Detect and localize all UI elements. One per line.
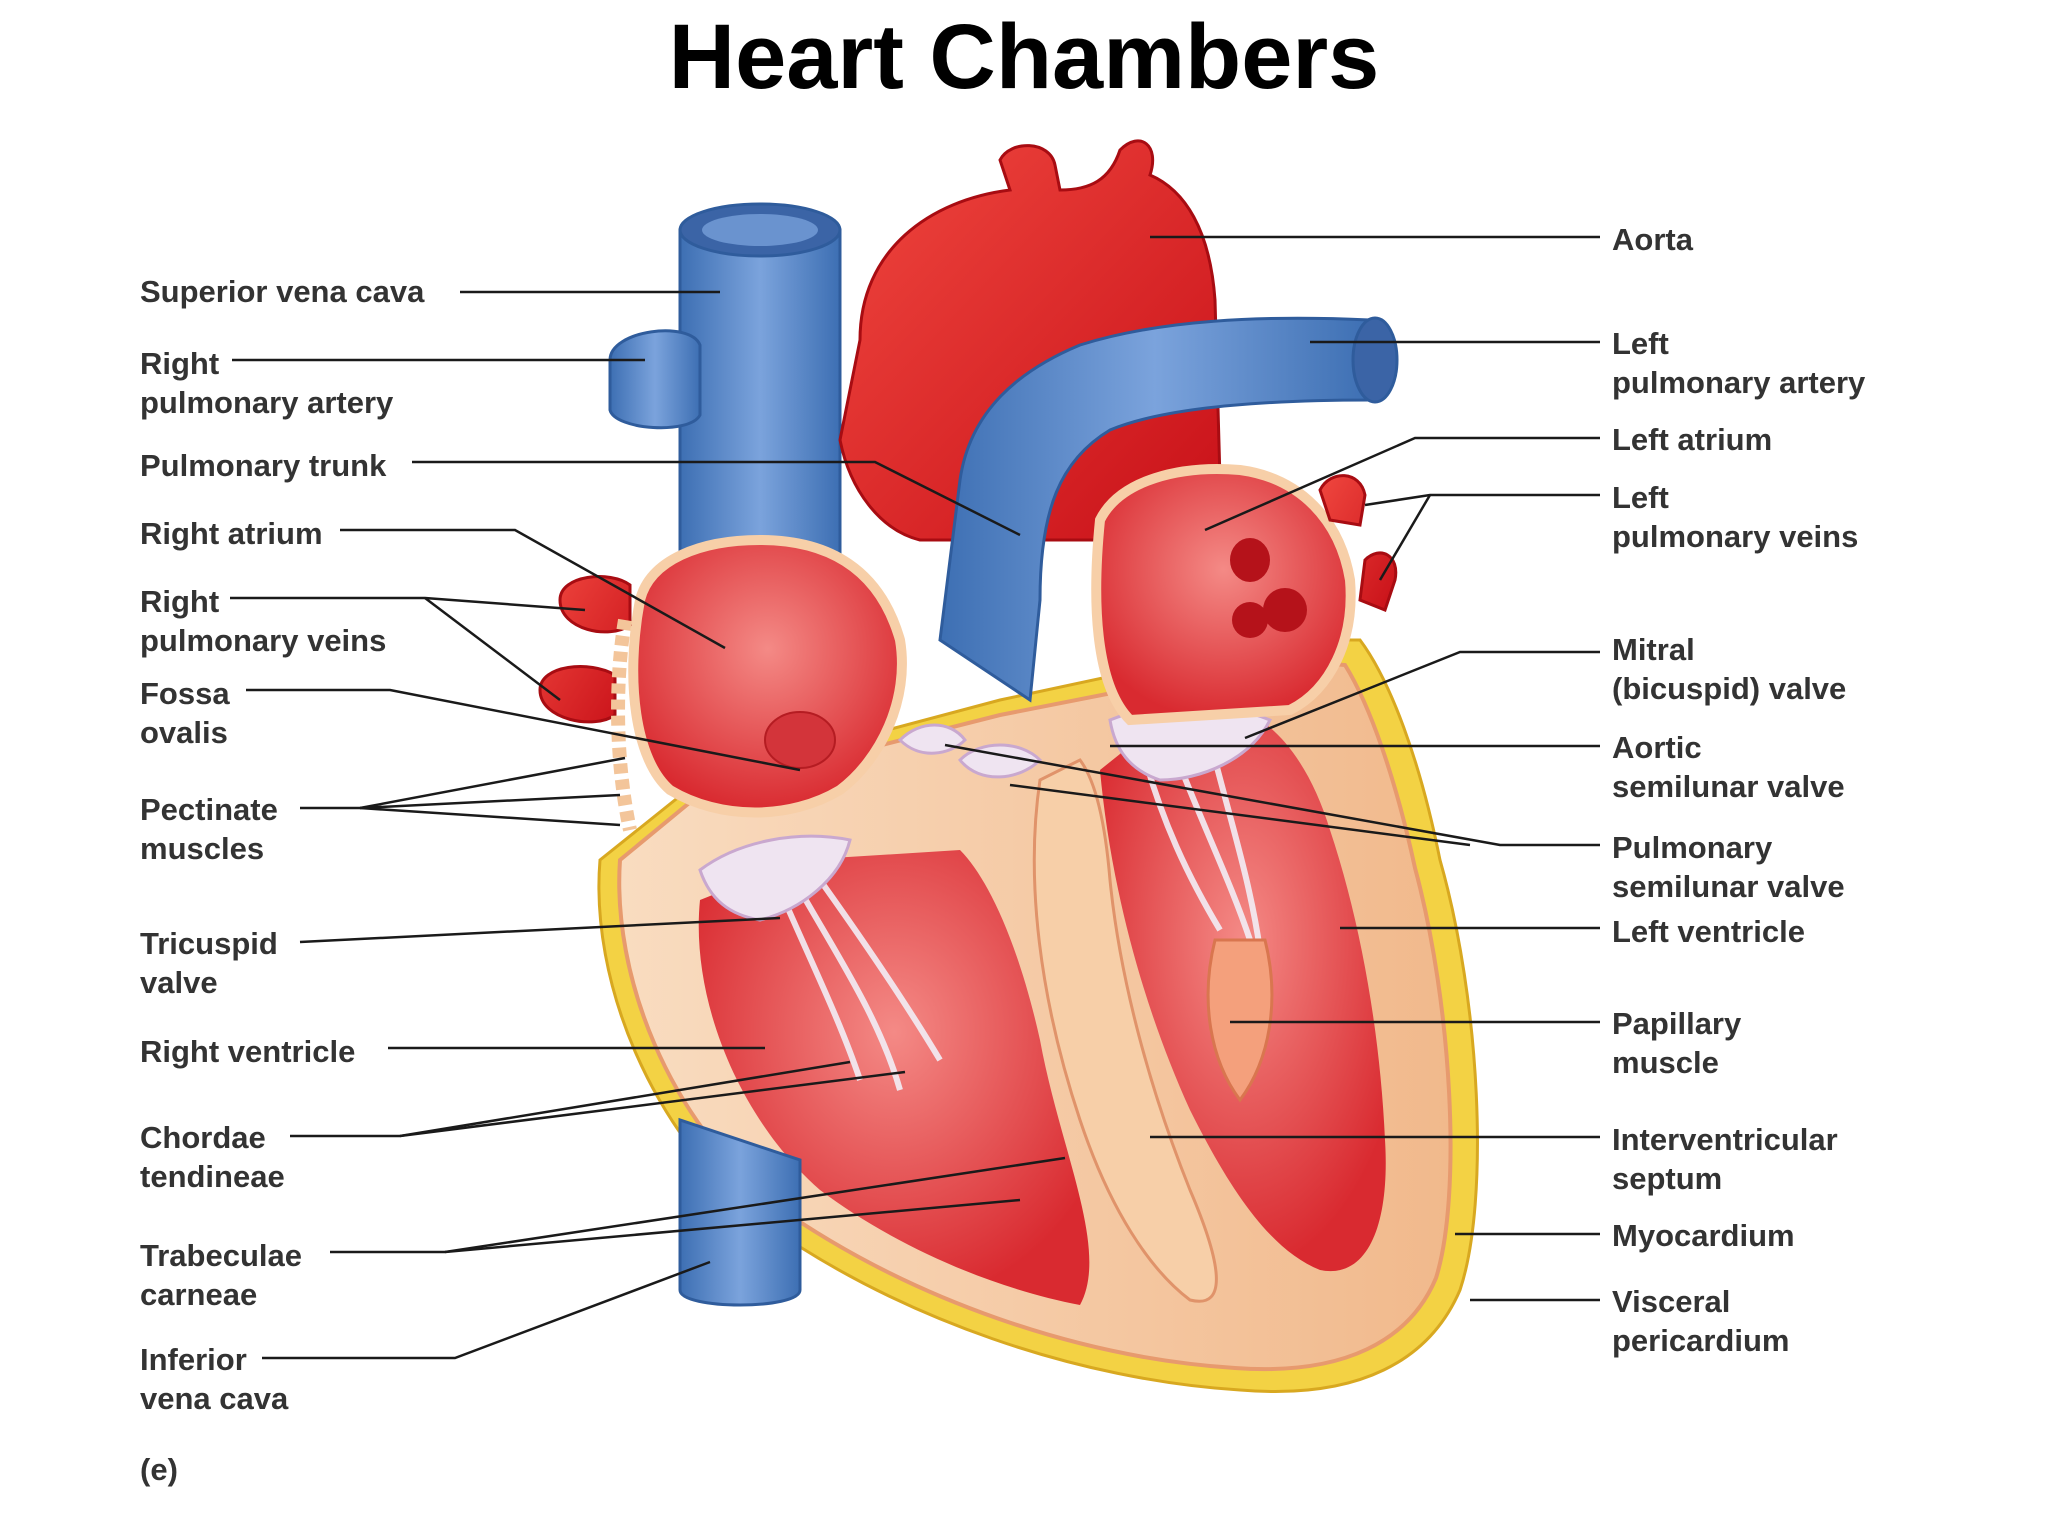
label-left-ventricle: Left ventricle	[1612, 914, 1805, 949]
label-papillary-muscle: Papillary muscle	[1612, 1006, 1742, 1080]
leader-left-pulmonary-veins-1	[1364, 493, 1600, 507]
label-mitral-valve: Mitral (bicuspid) valve	[1612, 632, 1847, 706]
label-pulmonary-trunk: Pulmonary trunk	[140, 448, 387, 483]
leader-pectinate-1	[300, 756, 626, 810]
leader-pulmonary-semilunar-valve-1	[944, 743, 1600, 847]
left-pulmonary-artery-opening	[1351, 316, 1399, 404]
leader-left-atrium	[1204, 436, 1600, 532]
tricuspid-valve-shape	[698, 834, 852, 922]
label-interventricular-septum: Interventricular septum	[1612, 1122, 1838, 1196]
leader-tricuspid-valve	[299, 916, 781, 944]
label-left-pulmonary-artery: Left pulmonary artery	[1612, 326, 1866, 400]
label-aortic-semilunar-valve: Aortic semilunar valve	[1612, 730, 1845, 804]
leader-mitral-valve	[1244, 650, 1600, 740]
leader-pulmonary-trunk	[412, 460, 1021, 537]
papillary-muscle-shape	[1206, 938, 1274, 1103]
leader-right-pulmonary-veins-2	[424, 597, 561, 701]
right-pulmonary-artery	[608, 329, 702, 430]
label-right-ventricle: Right ventricle	[140, 1034, 356, 1069]
label-pulmonary-semilunar-valve: Pulmonary semilunar valve	[1612, 830, 1845, 904]
aortic-semilunar-valve	[957, 743, 1043, 779]
left-atrium	[1091, 464, 1356, 726]
leader-chordae-tendineae-2	[399, 1070, 906, 1138]
leader-pulmonary-semilunar-valve-2	[1009, 783, 1471, 847]
pectinate-muscles-edge	[611, 618, 637, 832]
leader-inferior-vena-cava	[262, 1260, 711, 1360]
label-left-atrium: Left atrium	[1612, 422, 1773, 457]
label-trabeculae-carneae: Trabeculae carneae	[140, 1238, 302, 1312]
right-pulmonary-veins	[538, 575, 632, 724]
leader-right-atrium	[340, 528, 726, 650]
leader-trabeculae-carneae-2	[444, 1198, 1021, 1254]
label-right-atrium: Right atrium	[140, 516, 323, 551]
label-aorta: Aorta	[1612, 222, 1693, 257]
panel-letter: (e)	[140, 1452, 178, 1487]
superior-vena-cava	[678, 228, 842, 562]
right-atrium	[628, 534, 907, 818]
leader-fossa-ovalis	[246, 688, 801, 772]
label-pectinate-muscles: Pectinate muscles	[140, 792, 278, 866]
leader-pectinate-3	[359, 806, 621, 827]
fossa-ovalis	[764, 711, 836, 769]
label-fossa-ovalis: Fossa ovalis	[140, 676, 230, 750]
label-right-pulmonary-artery: Right pulmonary artery	[140, 346, 394, 420]
label-inferior-vena-cava: Inferior vena cava	[140, 1342, 289, 1416]
page-title: Heart Chambers	[668, 6, 1380, 108]
label-superior-vena-cava: Superior vena cava	[140, 274, 425, 309]
label-tricuspid-valve: Tricuspid valve	[140, 926, 278, 1000]
label-right-pulmonary-veins: Right pulmonary veins	[140, 584, 387, 658]
leader-lines	[230, 235, 1600, 1360]
inferior-vena-cava	[678, 1117, 802, 1307]
label-visceral-pericardium: Visceral pericardium	[1612, 1284, 1790, 1358]
leader-pectinate-2	[359, 793, 621, 810]
interventricular-septum	[1032, 758, 1218, 1303]
label-chordae-tendineae: Chordae tendineae	[140, 1120, 285, 1194]
label-myocardium: Myocardium	[1612, 1218, 1795, 1253]
leader-left-pulmonary-veins-2	[1378, 494, 1432, 581]
label-left-pulmonary-veins: Left pulmonary veins	[1612, 480, 1859, 554]
